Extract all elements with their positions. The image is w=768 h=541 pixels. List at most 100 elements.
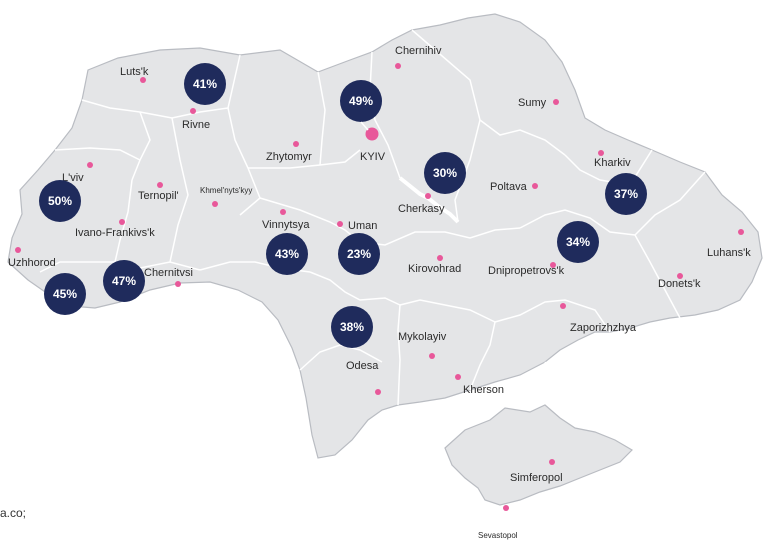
city-dot-zhytomyr [293, 141, 299, 147]
badge-value-kharkiv: 37% [614, 187, 638, 201]
city-label-uzhhorod: Uzhhorod [8, 257, 56, 269]
oblast-border-3 [54, 147, 141, 161]
city-dot-dnipropetrovsk [550, 262, 556, 268]
oblast-border-24 [299, 344, 383, 371]
city-label-sumy: Sumy [518, 97, 547, 109]
city-label-zaporizhzhya: Zaporizhzhya [570, 322, 637, 334]
oblast-border-1 [139, 54, 241, 119]
badge-value-ivano_frankivsk: 47% [112, 274, 136, 288]
city-dot-rivne [190, 108, 196, 114]
badge-odesa: 38% [331, 306, 373, 348]
city-label-kherson: Kherson [463, 384, 504, 396]
badge-value-uman: 23% [347, 247, 371, 261]
city-label-cherkasy: Cherkasy [398, 203, 445, 215]
city-dot-zaporizhzhya [560, 303, 566, 309]
percentage-badges: 41% 49% 30% 37% 50% 43% 23% 34% 47% 45% 38% [39, 63, 647, 348]
city-label-luhansk: Luhans'k [707, 247, 751, 259]
badge-rivne: 41% [184, 63, 226, 105]
city-dot-poltava [532, 183, 538, 189]
city-dot-odesa [375, 389, 381, 395]
oblast-border-21 [397, 304, 401, 406]
city-label-khmelnytskyy: Khmel'nyts'kyy [200, 186, 252, 195]
city-dot-khmelnytskyy [212, 201, 218, 207]
kyiv-connector [360, 121, 369, 131]
badge-circle-rivne [184, 63, 226, 105]
city-label-vinnytsya: Vinnytsya [262, 219, 310, 231]
oblast-border-12 [259, 197, 361, 243]
badge-circle-ivano_frankivsk [103, 260, 145, 302]
badge-circle-kharkiv [605, 173, 647, 215]
city-label-odesa: Odesa [346, 360, 379, 372]
city-dots [15, 63, 744, 511]
city-label-rivne: Rivne [182, 119, 210, 131]
oblast-border-17 [309, 271, 401, 306]
city-label-kyiv: KYIV [360, 151, 386, 163]
badge-value-kyiv: 49% [349, 94, 373, 108]
city-label-ivano_frankivsk: Ivano-Frankivs'k [75, 227, 155, 239]
badge-circle-odesa [331, 306, 373, 348]
mainland-shape [7, 13, 763, 459]
oblast-border-15 [634, 234, 681, 319]
badge-value-rivne: 41% [193, 77, 217, 91]
city-label-kirovohrad: Kirovohrad [408, 263, 461, 275]
city-dot-sevastopol [503, 505, 509, 511]
city-dot-vinnytsya [280, 209, 286, 215]
city-dot-cherkasy [425, 193, 431, 199]
oblast-border-25 [544, 361, 576, 396]
city-dot-luhansk [738, 229, 744, 235]
oblast-border-23 [39, 261, 201, 273]
oblast-border-4 [114, 179, 133, 263]
oblast-border-0 [81, 99, 151, 181]
oblast-border-5 [169, 117, 189, 263]
city-dot-simferopol [549, 459, 555, 465]
oblast-border-8 [369, 51, 401, 179]
city-dot-mykolayiv [429, 353, 435, 359]
oblast-border-13 [359, 227, 521, 246]
city-dot-kherson [455, 374, 461, 380]
oblast-border-11 [564, 149, 653, 186]
city-dot-uzhhorod [15, 247, 21, 253]
city-dot-sumy [553, 99, 559, 105]
badge-circle-uzhhorod [44, 273, 86, 315]
city-dot-chernihiv [395, 63, 401, 69]
city-dot-kharkiv [598, 150, 604, 156]
badge-cherkasy: 30% [424, 152, 466, 194]
city-label-chernihiv: Chernihiv [395, 45, 442, 57]
city-dot-lutsk [140, 77, 146, 83]
badge-value-odesa: 38% [340, 320, 364, 334]
badge-value-uzhhorod: 45% [53, 287, 77, 301]
badge-circle-lviv [39, 180, 81, 222]
city-dot-ivano_frankivsk [119, 219, 125, 225]
badge-vinnytsya: 43% [266, 233, 308, 275]
oblast-border-18 [399, 299, 496, 323]
city-label-sevastopol: Sevastopol [478, 531, 518, 540]
city-label-lviv: L'viv [62, 172, 84, 184]
badge-dnipropetrovsk: 34% [557, 221, 599, 263]
badge-ivano_frankivsk: 47% [103, 260, 145, 302]
badge-circle-uman [338, 233, 380, 275]
city-dot-chernivtsi [175, 281, 181, 287]
badge-lviv: 50% [39, 180, 81, 222]
badge-value-lviv: 50% [48, 194, 72, 208]
city-label-mykolayiv: Mykolayiv [398, 331, 447, 343]
badge-circle-kyiv [340, 80, 382, 122]
oblast-border-14 [519, 209, 636, 236]
city-label-dnipropetrovsk: Dnipropetrovs'k [488, 265, 565, 277]
badge-value-dnipropetrovsk: 34% [566, 235, 590, 249]
badge-circle-vinnytsya [266, 233, 308, 275]
badge-circle-dnipropetrovsk [557, 221, 599, 263]
city-label-poltava: Poltava [490, 181, 528, 193]
city-dot-ternopil [157, 182, 163, 188]
city-label-chernivtsi: Chernitvsi [144, 267, 193, 279]
source-caption: a.co; [0, 506, 27, 520]
city-label-simferopol: Simferopol [510, 472, 563, 484]
badge-value-cherkasy: 30% [433, 166, 457, 180]
crimea-shape [444, 404, 633, 506]
oblast-border-9 [411, 29, 566, 156]
badge-circle-cherkasy [424, 152, 466, 194]
city-dot-kirovohrad [437, 255, 443, 261]
city-label-uman: Uman [348, 220, 377, 232]
city-dot-lviv [87, 162, 93, 168]
